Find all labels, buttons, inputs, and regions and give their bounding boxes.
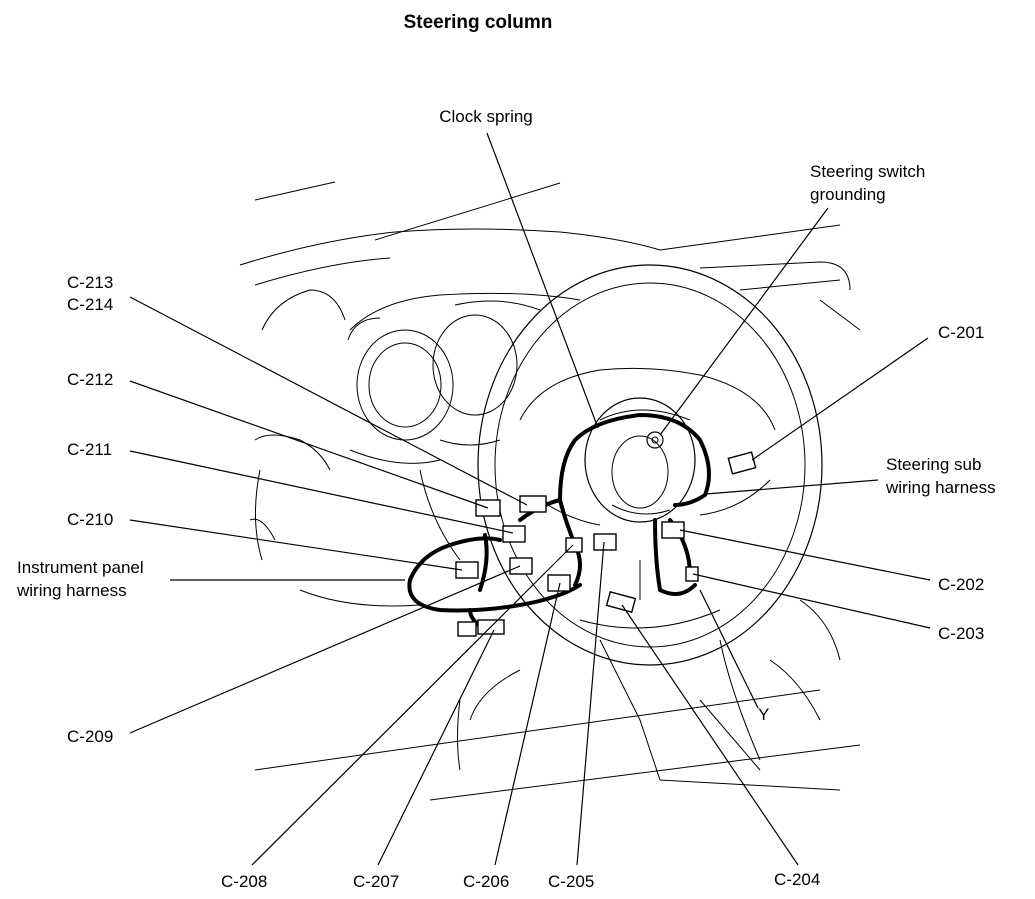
leader-lines bbox=[129, 132, 931, 866]
connector-c205 bbox=[593, 533, 617, 551]
connector-c210 bbox=[455, 561, 479, 579]
label-steering-sub-1: Steering sub bbox=[886, 455, 981, 474]
label-c214: C-214 bbox=[67, 295, 113, 314]
label-ip-harness-2: wiring harness bbox=[16, 581, 127, 600]
label-c213: C-213 bbox=[67, 273, 113, 292]
label-c212: C-212 bbox=[67, 370, 113, 389]
label-steering-switch-grounding-1: Steering switch bbox=[810, 162, 925, 181]
label-c201: C-201 bbox=[938, 323, 984, 342]
connector-c203 bbox=[685, 566, 699, 582]
label-steering-sub-2: wiring harness bbox=[885, 478, 996, 497]
diagram-title: Steering column bbox=[404, 12, 553, 33]
label-c203: C-203 bbox=[938, 624, 984, 643]
label-c206: C-206 bbox=[463, 872, 509, 891]
label-clock-spring: Clock spring bbox=[439, 107, 533, 126]
dashboard-illustration bbox=[239, 181, 861, 801]
connector-c202 bbox=[661, 521, 685, 539]
label-c207: C-207 bbox=[353, 872, 399, 891]
label-c205: C-205 bbox=[548, 872, 594, 891]
label-steering-switch-grounding-2: grounding bbox=[810, 185, 886, 204]
connector-c209 bbox=[509, 557, 533, 575]
connector-c213-c214 bbox=[519, 495, 547, 513]
connector-c201 bbox=[727, 451, 757, 475]
connector-c208 bbox=[457, 621, 477, 637]
connectors bbox=[455, 451, 757, 637]
label-c211: C-211 bbox=[67, 440, 112, 459]
label-c204: C-204 bbox=[774, 870, 820, 889]
label-c209: C-209 bbox=[67, 727, 113, 746]
label-y: Y bbox=[758, 705, 769, 724]
label-c208: C-208 bbox=[221, 872, 267, 891]
connector-c204 bbox=[605, 591, 637, 613]
labels: Clock spring Steering switch grounding C… bbox=[16, 107, 996, 891]
label-c210: C-210 bbox=[67, 510, 113, 529]
label-c202: C-202 bbox=[938, 575, 984, 594]
label-ip-harness-1: Instrument panel bbox=[17, 558, 144, 577]
connector-c206 bbox=[547, 574, 571, 592]
connector-c211 bbox=[502, 525, 526, 543]
